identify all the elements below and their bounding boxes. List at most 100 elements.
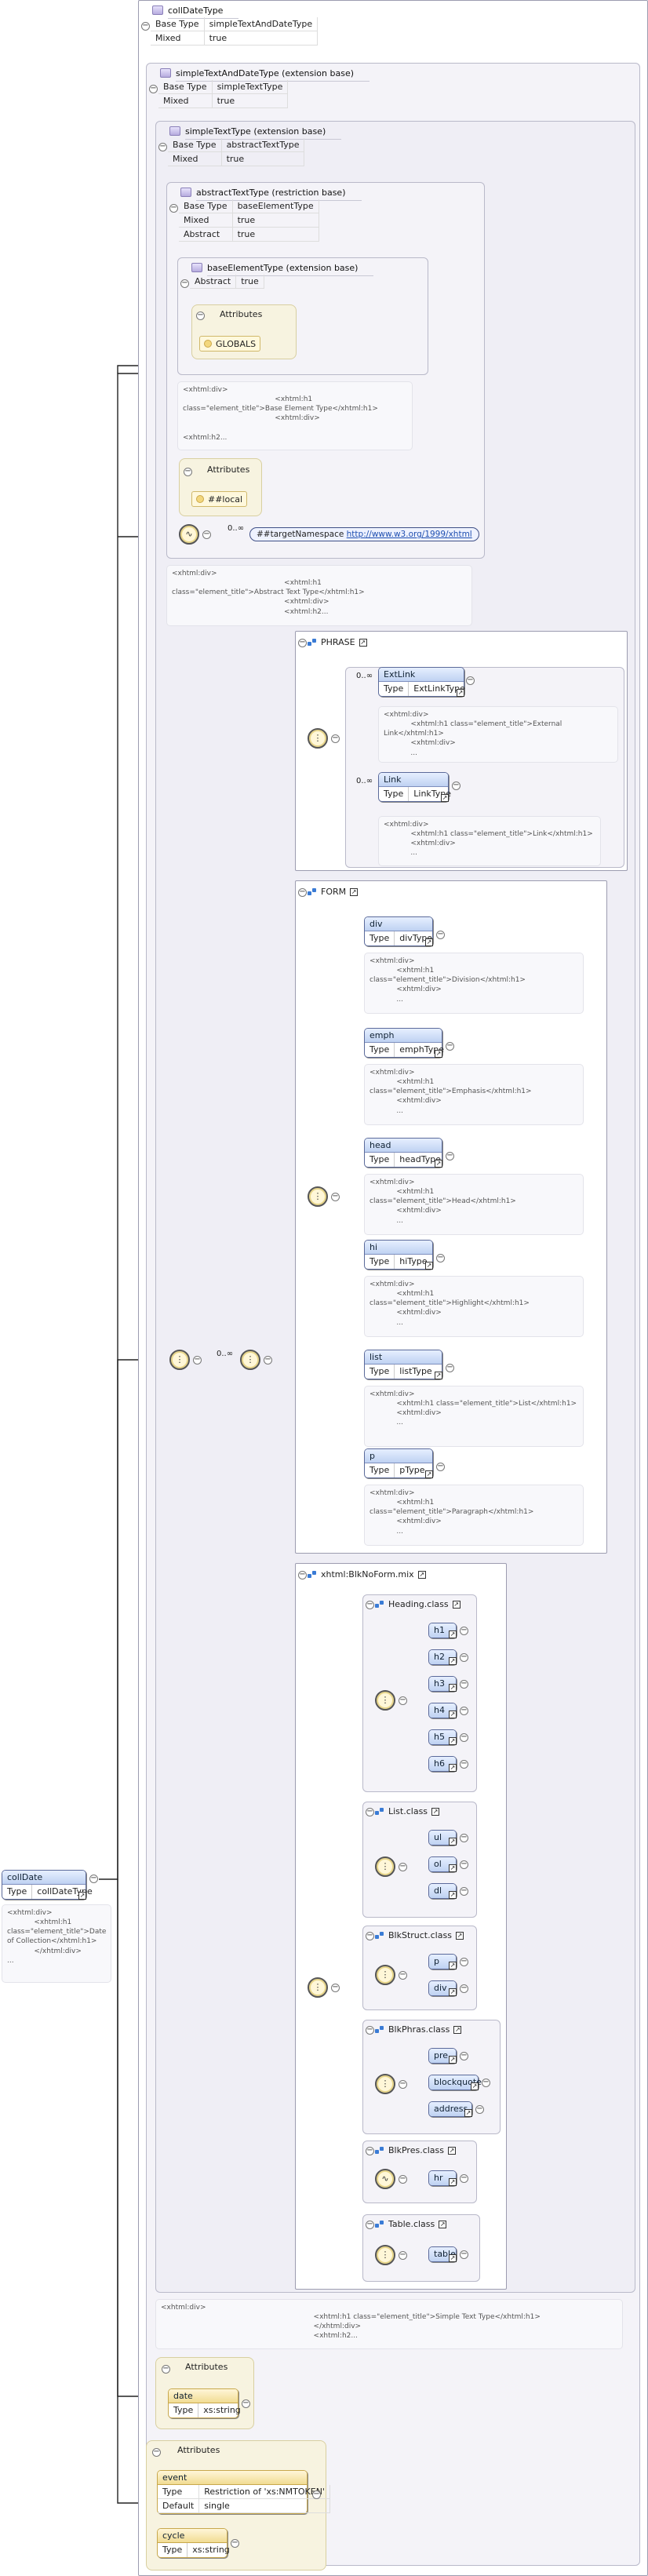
class-element-toggle[interactable]: − <box>460 1652 468 1662</box>
class-group-toggle[interactable]: − <box>366 2025 374 2035</box>
class-element-p[interactable]: p↗ <box>428 1954 457 1969</box>
simple-attributes-toggle[interactable]: − <box>162 2364 170 2374</box>
form-element-toggle[interactable]: − <box>446 1363 454 1372</box>
class-group-toggle[interactable]: − <box>366 1807 374 1816</box>
class-element-h1[interactable]: h1↗ <box>428 1623 457 1638</box>
class-element-toggle[interactable]: − <box>460 1759 468 1769</box>
class-element-toggle[interactable]: − <box>460 1886 468 1896</box>
class-element-toggle[interactable]: − <box>460 2173 468 2183</box>
link-icon[interactable]: ↗ <box>425 1262 433 1270</box>
class-choice-compositor[interactable]: ∿ <box>375 2169 395 2189</box>
link-icon[interactable]: ↗ <box>452 1600 461 1609</box>
attributes-toggle[interactable]: − <box>196 311 205 320</box>
link-icon[interactable]: ↗ <box>449 1838 457 1845</box>
link-icon[interactable]: ↗ <box>449 1962 457 1969</box>
class-element-toggle[interactable]: − <box>482 2078 490 2087</box>
class-element-table[interactable]: table↗ <box>428 2246 457 2262</box>
class-choice-compositor[interactable]: ⋮ <box>375 2074 395 2094</box>
link-icon[interactable]: ↗ <box>449 2178 457 2186</box>
ns-url[interactable]: http://www.w3.org/1999/xhtml <box>346 530 472 539</box>
attribute-event-toggle[interactable]: − <box>312 2490 321 2499</box>
link-icon[interactable]: ↗ <box>449 1737 457 1745</box>
form-choice-toggle[interactable]: − <box>331 1192 340 1201</box>
class-choice-compositor[interactable]: ⋮ <box>375 1965 395 1985</box>
link-icon[interactable]: ↗ <box>449 1657 457 1665</box>
sequence-compositor[interactable]: ⋮ <box>240 1350 260 1370</box>
link-icon[interactable]: ↗ <box>449 1711 457 1718</box>
class-group-toggle[interactable]: − <box>366 1931 374 1940</box>
class-choice-toggle[interactable]: − <box>399 2250 407 2260</box>
class-group-toggle[interactable]: − <box>366 2220 374 2229</box>
local-attribute[interactable]: ##local <box>191 491 248 507</box>
abstracttexttype-toggle[interactable]: − <box>169 203 178 213</box>
class-element-ul[interactable]: ul↗ <box>428 1830 457 1845</box>
class-element-h4[interactable]: h4↗ <box>428 1703 457 1718</box>
link-icon[interactable]: ↗ <box>350 887 359 896</box>
link-icon[interactable]: ↗ <box>435 1050 442 1058</box>
class-element-toggle[interactable]: − <box>460 1626 468 1635</box>
class-choice-compositor[interactable]: ⋮ <box>375 1856 395 1877</box>
blknoform-choice-compositor[interactable]: ⋮ <box>308 1977 328 1998</box>
class-choice-compositor[interactable]: ⋮ <box>375 2245 395 2265</box>
class-element-blockquote[interactable]: blockquote↗ <box>428 2075 482 2090</box>
class-element-ol[interactable]: ol↗ <box>428 1856 457 1872</box>
form-toggle[interactable]: − <box>298 887 307 897</box>
coll-attributes-toggle[interactable]: − <box>152 2447 161 2457</box>
class-choice-toggle[interactable]: − <box>399 2079 407 2089</box>
link-icon[interactable]: ↗ <box>449 1988 457 1996</box>
form-element-toggle[interactable]: − <box>436 1253 445 1262</box>
class-element-toggle[interactable]: − <box>460 1733 468 1742</box>
link-icon[interactable]: ↗ <box>449 1630 457 1638</box>
link-icon[interactable]: ↗ <box>78 1892 86 1900</box>
class-element-toggle[interactable]: − <box>460 2250 468 2259</box>
link-icon[interactable]: ↗ <box>471 2082 479 2090</box>
class-choice-toggle[interactable]: − <box>399 1696 407 1705</box>
class-element-h6[interactable]: h6↗ <box>428 1756 457 1772</box>
link-icon[interactable]: ↗ <box>455 1931 464 1940</box>
link-icon[interactable]: ↗ <box>417 1570 426 1579</box>
attribute-cycle-toggle[interactable]: − <box>231 2538 239 2548</box>
class-element-h2[interactable]: h2↗ <box>428 1649 457 1665</box>
class-choice-toggle[interactable]: − <box>399 1862 407 1871</box>
link-icon[interactable]: ↗ <box>448 2146 456 2155</box>
form-element-toggle[interactable]: − <box>446 1041 454 1051</box>
class-group-toggle[interactable]: − <box>366 2146 374 2155</box>
any-toggle[interactable]: − <box>202 530 211 539</box>
form-element-toggle[interactable]: − <box>436 1462 445 1471</box>
phrase-choice-toggle[interactable]: − <box>331 734 340 743</box>
link-icon[interactable]: ↗ <box>359 638 367 647</box>
class-element-h5[interactable]: h5↗ <box>428 1729 457 1745</box>
class-element-toggle[interactable]: − <box>460 1679 468 1689</box>
link-icon[interactable]: ↗ <box>449 2056 457 2064</box>
link-icon[interactable]: ↗ <box>449 1864 457 1872</box>
link-icon[interactable]: ↗ <box>449 1684 457 1692</box>
class-element-hr[interactable]: hr↗ <box>428 2170 457 2186</box>
phrase-toggle[interactable]: − <box>298 638 307 647</box>
link-icon[interactable]: ↗ <box>435 1372 442 1379</box>
abstract-attributes-toggle[interactable]: − <box>184 467 192 476</box>
class-element-toggle[interactable]: − <box>475 2104 484 2114</box>
root-toggle[interactable]: − <box>89 1874 98 1883</box>
link-icon[interactable]: ↗ <box>457 689 464 697</box>
link-icon[interactable]: ↗ <box>425 938 433 946</box>
link-icon[interactable]: ↗ <box>425 1470 433 1478</box>
class-element-toggle[interactable]: − <box>460 2051 468 2060</box>
class-element-toggle[interactable]: − <box>460 1860 468 1869</box>
class-element-dl[interactable]: dl↗ <box>428 1883 457 1899</box>
class-choice-toggle[interactable]: − <box>399 2174 407 2184</box>
phrase-element-toggle[interactable]: − <box>466 676 475 685</box>
class-element-h3[interactable]: h3↗ <box>428 1676 457 1692</box>
blknoform-choice-toggle[interactable]: − <box>331 1983 340 1992</box>
class-element-address[interactable]: address↗ <box>428 2101 472 2117</box>
form-choice-compositor[interactable]: ⋮ <box>308 1186 328 1207</box>
class-element-toggle[interactable]: − <box>460 1833 468 1842</box>
